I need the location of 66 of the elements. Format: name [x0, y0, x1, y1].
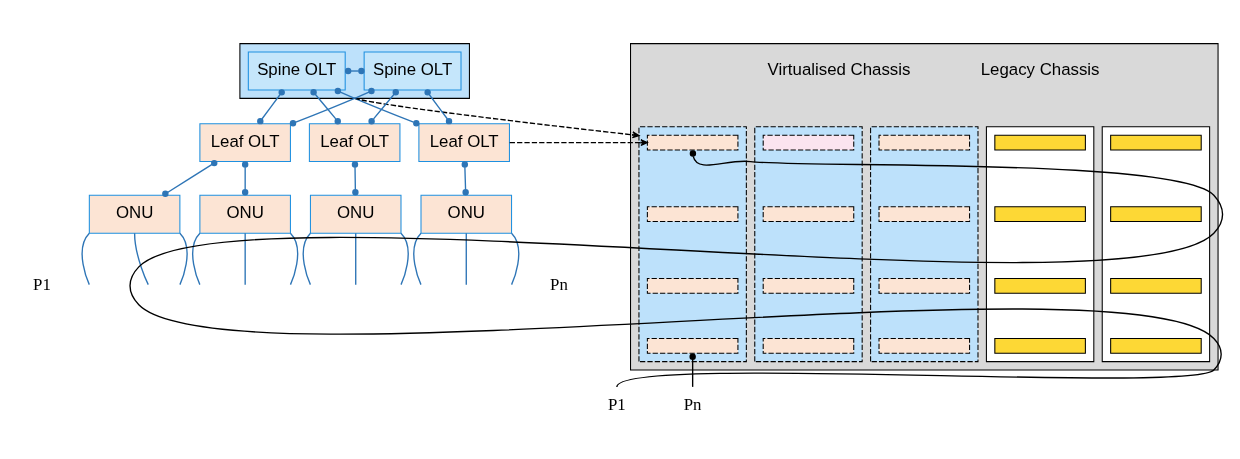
arrow [509, 138, 648, 146]
label: Legacy Chassis [980, 59, 1100, 79]
connector [344, 67, 365, 74]
connector [424, 88, 453, 124]
connector [368, 88, 399, 124]
connector [289, 87, 375, 126]
label: Pn [550, 274, 568, 294]
node-text: Pn [683, 394, 702, 414]
node-bar [878, 205, 971, 222]
connector [310, 88, 341, 124]
connector [413, 231, 422, 285]
connector [81, 231, 90, 285]
node-bar [762, 337, 855, 354]
node-bar [994, 134, 1086, 150]
node-box: Spine OLT [363, 51, 462, 90]
arrow [354, 97, 640, 138]
connector [133, 231, 149, 285]
node-box: Leaf OLT [418, 122, 510, 162]
node-bar [646, 337, 739, 354]
node-bar [1110, 205, 1202, 222]
node-box: ONU [199, 194, 291, 234]
node-text: P1 [607, 394, 626, 414]
connector [461, 160, 469, 195]
node-bar [994, 337, 1086, 354]
connector [162, 159, 218, 197]
connector [257, 88, 285, 124]
node-bar [762, 134, 855, 150]
label: Virtualised Chassis [767, 59, 911, 79]
connector [302, 231, 312, 285]
node-box: ONU [420, 194, 513, 234]
cluster [985, 125, 1095, 362]
node-bar [878, 337, 971, 354]
connector [241, 160, 249, 195]
node-bar [646, 277, 739, 294]
node-bar [994, 205, 1086, 222]
connector [510, 231, 520, 285]
connector [192, 231, 201, 285]
connector [351, 160, 359, 195]
node-bar [1110, 337, 1202, 354]
node-bar [646, 205, 739, 222]
connector [334, 87, 420, 126]
connector [689, 353, 696, 388]
cluster [870, 125, 979, 362]
node-box: Leaf OLT [199, 122, 291, 162]
connector [400, 231, 409, 285]
node-box: Spine OLT [247, 51, 346, 90]
connector [465, 231, 467, 285]
cluster [1101, 125, 1211, 362]
node-bar [994, 277, 1086, 294]
connector [179, 231, 188, 285]
node-bar [762, 277, 855, 294]
label: P1 [33, 274, 51, 294]
node-bar [1110, 277, 1202, 294]
node-box: ONU [309, 194, 402, 234]
connector [244, 231, 246, 285]
cluster [754, 125, 863, 362]
node-bar [878, 277, 971, 294]
connector [289, 231, 299, 285]
node-box: ONU [88, 194, 181, 234]
node-bar [646, 134, 739, 150]
node-box: Leaf OLT [308, 122, 401, 162]
node-bar [1110, 134, 1202, 150]
connector [129, 149, 1224, 388]
node-bar [762, 205, 855, 222]
node-bar [878, 134, 971, 150]
connector [355, 231, 357, 285]
